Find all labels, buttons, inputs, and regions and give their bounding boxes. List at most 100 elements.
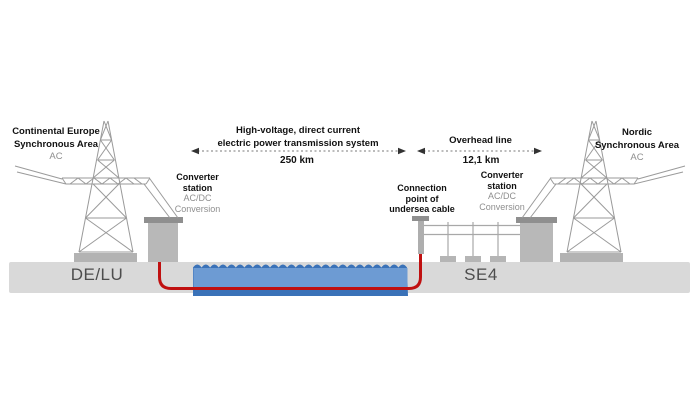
label-nordic-area: Nordic Synchronous Area AC: [587, 127, 687, 165]
label-converter-station-right: Converter station AC/DC Conversion: [457, 170, 547, 212]
undersea-cable: [158, 252, 422, 290]
label-connection-point: Connection point of undersea cable: [377, 183, 467, 215]
tower-lattice-member: [573, 177, 583, 185]
tower-lattice-member: [566, 120, 593, 253]
tower-lattice-member: [85, 177, 95, 185]
tower-lattice-member: [580, 159, 603, 179]
tower-lattice-member: [97, 159, 120, 179]
tower-lattice-member: [117, 177, 127, 185]
tower-lattice-member: [149, 178, 179, 219]
converter-left-subtitle: AC/DC Conversion: [174, 193, 221, 214]
ground-label-se4: SE4: [464, 265, 498, 284]
tower-lattice-member: [557, 177, 567, 185]
converter-station-left-cap: [144, 217, 183, 223]
converter-left-title: Converter station: [176, 172, 219, 193]
tower-lattice-member: [597, 177, 607, 185]
arrow-right-icon: [534, 147, 542, 155]
tower-lattice-member: [585, 159, 608, 179]
ground-label-delu: DE/LU: [70, 265, 124, 284]
arrow-left-icon: [191, 147, 199, 155]
hvdc-span-dimension: [191, 147, 406, 155]
tower-platform-left: [74, 253, 137, 262]
overhead-span-dimension: [417, 147, 542, 155]
tower-lattice-member: [633, 171, 684, 185]
tower-lattice-member: [613, 177, 623, 185]
connection-point-pole: [412, 216, 429, 254]
tower-lattice-member: [589, 177, 599, 185]
tower-lattice-member: [16, 171, 67, 185]
tower-lattice-member: [103, 120, 113, 141]
tower-lattice-member: [85, 217, 134, 253]
label-converter-station-left: Converter station AC/DC Conversion: [155, 172, 240, 214]
continental-area-current: AC: [49, 151, 63, 162]
tower-lattice-member: [99, 120, 109, 141]
converter-right-subtitle: AC/DC Conversion: [479, 191, 525, 212]
tower-lattice-member: [529, 183, 557, 219]
tower-lattice-member: [92, 159, 115, 179]
connection-point-title: Connection point of undersea cable: [389, 183, 455, 214]
tower-lattice-member: [605, 177, 615, 185]
transmission-tower-right: [521, 120, 686, 253]
tower-lattice-member: [77, 177, 87, 185]
tower-lattice-member: [633, 177, 639, 185]
nordic-area-title: Nordic Synchronous Area: [594, 127, 680, 151]
converter-right-title: Converter station: [480, 170, 524, 191]
tower-platform-right: [560, 253, 623, 262]
tower-lattice-member: [125, 177, 135, 185]
converter-station-right-cap: [516, 217, 557, 223]
tower-lattice-member: [99, 139, 115, 161]
connection-pole-body: [418, 220, 424, 254]
tower-lattice-member: [61, 177, 67, 185]
tower-lattice-member: [585, 139, 601, 161]
arrow-left-icon: [417, 147, 425, 155]
tower-lattice-member: [92, 183, 127, 219]
nordic-area-current: AC: [630, 152, 644, 163]
converter-station-right-body: [520, 223, 553, 262]
tower-lattice-member: [145, 177, 151, 185]
converter-station-right: [516, 217, 557, 262]
tower-lattice-member: [143, 183, 171, 219]
tower-lattice-member: [595, 120, 622, 253]
tower-lattice-member: [97, 139, 113, 161]
converter-station-left-body: [148, 223, 178, 262]
continental-area-title: Continental Europe Synchronous Area: [12, 126, 100, 150]
hvdc-system-title: High-voltage, direct current electric po…: [217, 125, 379, 149]
tower-lattice-member: [587, 120, 597, 141]
label-hvdc-system: High-voltage, direct current electric po…: [193, 125, 403, 150]
overhead-line-section: [424, 222, 520, 262]
transmission-tower-left: [14, 120, 179, 253]
sea-water-light: [193, 268, 408, 289]
connection-pole-cap: [412, 216, 429, 221]
converter-station-left: [144, 217, 183, 262]
tower-lattice-member: [549, 177, 555, 185]
tower-lattice-member: [565, 177, 575, 185]
tower-lattice-member: [580, 183, 615, 219]
overhead-pole-1-base: [440, 256, 456, 262]
tower-lattice-member: [109, 177, 119, 185]
tower-lattice-member: [78, 217, 127, 253]
tower-lattice-member: [521, 178, 551, 219]
tower-lattice-member: [93, 177, 103, 185]
tower-lattice-member: [69, 177, 79, 185]
tower-lattice-member: [573, 183, 608, 219]
tower-lattice-member: [133, 177, 143, 185]
tower-lattice-member: [566, 217, 615, 253]
tower-lattice-member: [573, 217, 622, 253]
overhead-pole-3-base: [490, 256, 506, 262]
tower-lattice-member: [587, 139, 603, 161]
label-overhead-line: Overhead line: [428, 135, 533, 148]
tower-lattice-member: [107, 120, 134, 253]
overhead-distance: 12,1 km: [462, 155, 500, 166]
tower-lattice-member: [621, 177, 631, 185]
arrow-right-icon: [398, 147, 406, 155]
overhead-pole-2-base: [465, 256, 481, 262]
tower-lattice-member: [591, 120, 601, 141]
label-continental-europe-area: Continental Europe Synchronous Area AC: [6, 126, 106, 164]
hvdc-distance: 250 km: [280, 155, 314, 166]
tower-lattice-member: [14, 165, 63, 180]
tower-lattice-member: [85, 183, 120, 219]
tower-lattice-member: [101, 177, 111, 185]
tower-lattice-member: [581, 177, 591, 185]
